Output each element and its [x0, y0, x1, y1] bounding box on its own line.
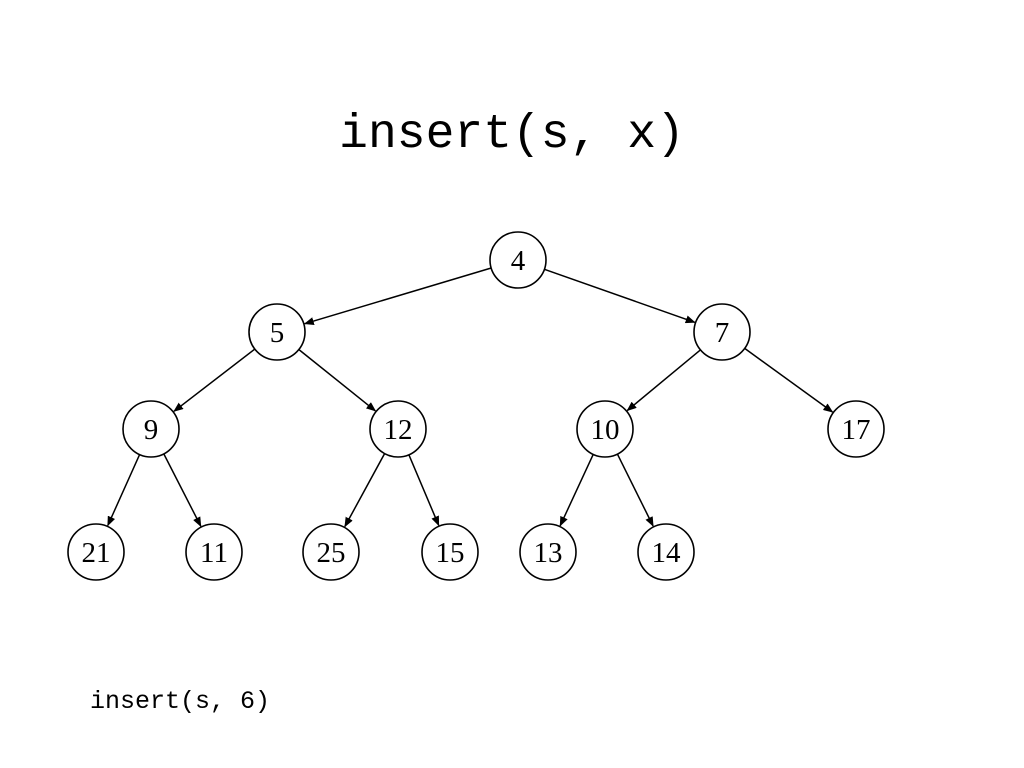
- node-circle: [248, 303, 306, 361]
- node-label: 10: [591, 414, 620, 446]
- node-circle: [369, 400, 427, 458]
- tree-node-10: 10: [576, 400, 634, 458]
- node-label: 4: [511, 245, 526, 277]
- node-circle: [122, 400, 180, 458]
- node-label: 7: [715, 317, 730, 349]
- tree-node-5: 5: [248, 303, 306, 361]
- tree-node-21: 21: [67, 523, 125, 581]
- node-label: 25: [317, 537, 346, 569]
- edge-n10-n14: [616, 453, 654, 527]
- caption-text: insert(s, 6): [90, 687, 271, 716]
- node-circle: [489, 231, 547, 289]
- tree-node-11: 11: [185, 523, 243, 581]
- tree-node-25: 25: [302, 523, 360, 581]
- tree-node-4: 4: [489, 231, 547, 289]
- node-label: 5: [270, 317, 285, 349]
- node-circle: [519, 523, 577, 581]
- node-circle: [302, 523, 360, 581]
- tree-node-13: 13: [519, 523, 577, 581]
- edge-n12-n15: [408, 454, 440, 527]
- edge-n4-n5: [303, 267, 492, 325]
- edge-n5-n12: [298, 348, 377, 412]
- node-circle: [421, 523, 479, 581]
- tree-node-15: 15: [421, 523, 479, 581]
- node-label: 21: [82, 537, 111, 569]
- node-circle: [185, 523, 243, 581]
- tree-nodes: 4 5 7 9 12 10 17 21 11 25 15 13 14: [67, 231, 885, 581]
- edge-n10-n13: [559, 454, 594, 527]
- tree-node-17: 17: [827, 400, 885, 458]
- edge-n12-n25: [344, 453, 386, 528]
- edge-n9-n11: [163, 453, 202, 528]
- tree-node-14: 14: [637, 523, 695, 581]
- edge-n7-n17: [744, 347, 834, 413]
- node-label: 14: [652, 537, 682, 569]
- node-label: 9: [144, 414, 159, 446]
- node-label: 17: [842, 414, 871, 446]
- node-circle: [576, 400, 634, 458]
- tree-node-9: 9: [122, 400, 180, 458]
- node-circle: [827, 400, 885, 458]
- node-label: 11: [200, 537, 228, 569]
- node-circle: [693, 303, 751, 361]
- node-label: 12: [384, 414, 413, 446]
- edge-n7-n10: [626, 349, 701, 412]
- edge-n5-n9: [173, 348, 256, 412]
- tree-node-12: 12: [369, 400, 427, 458]
- edge-n4-n7: [544, 268, 696, 324]
- node-circle: [67, 523, 125, 581]
- slide-title: insert(s, x): [339, 108, 685, 162]
- edge-n9-n21: [107, 454, 141, 527]
- tree-node-7: 7: [693, 303, 751, 361]
- tree-edges: [107, 267, 834, 528]
- node-label: 15: [436, 537, 465, 569]
- node-circle: [637, 523, 695, 581]
- node-label: 13: [534, 537, 563, 569]
